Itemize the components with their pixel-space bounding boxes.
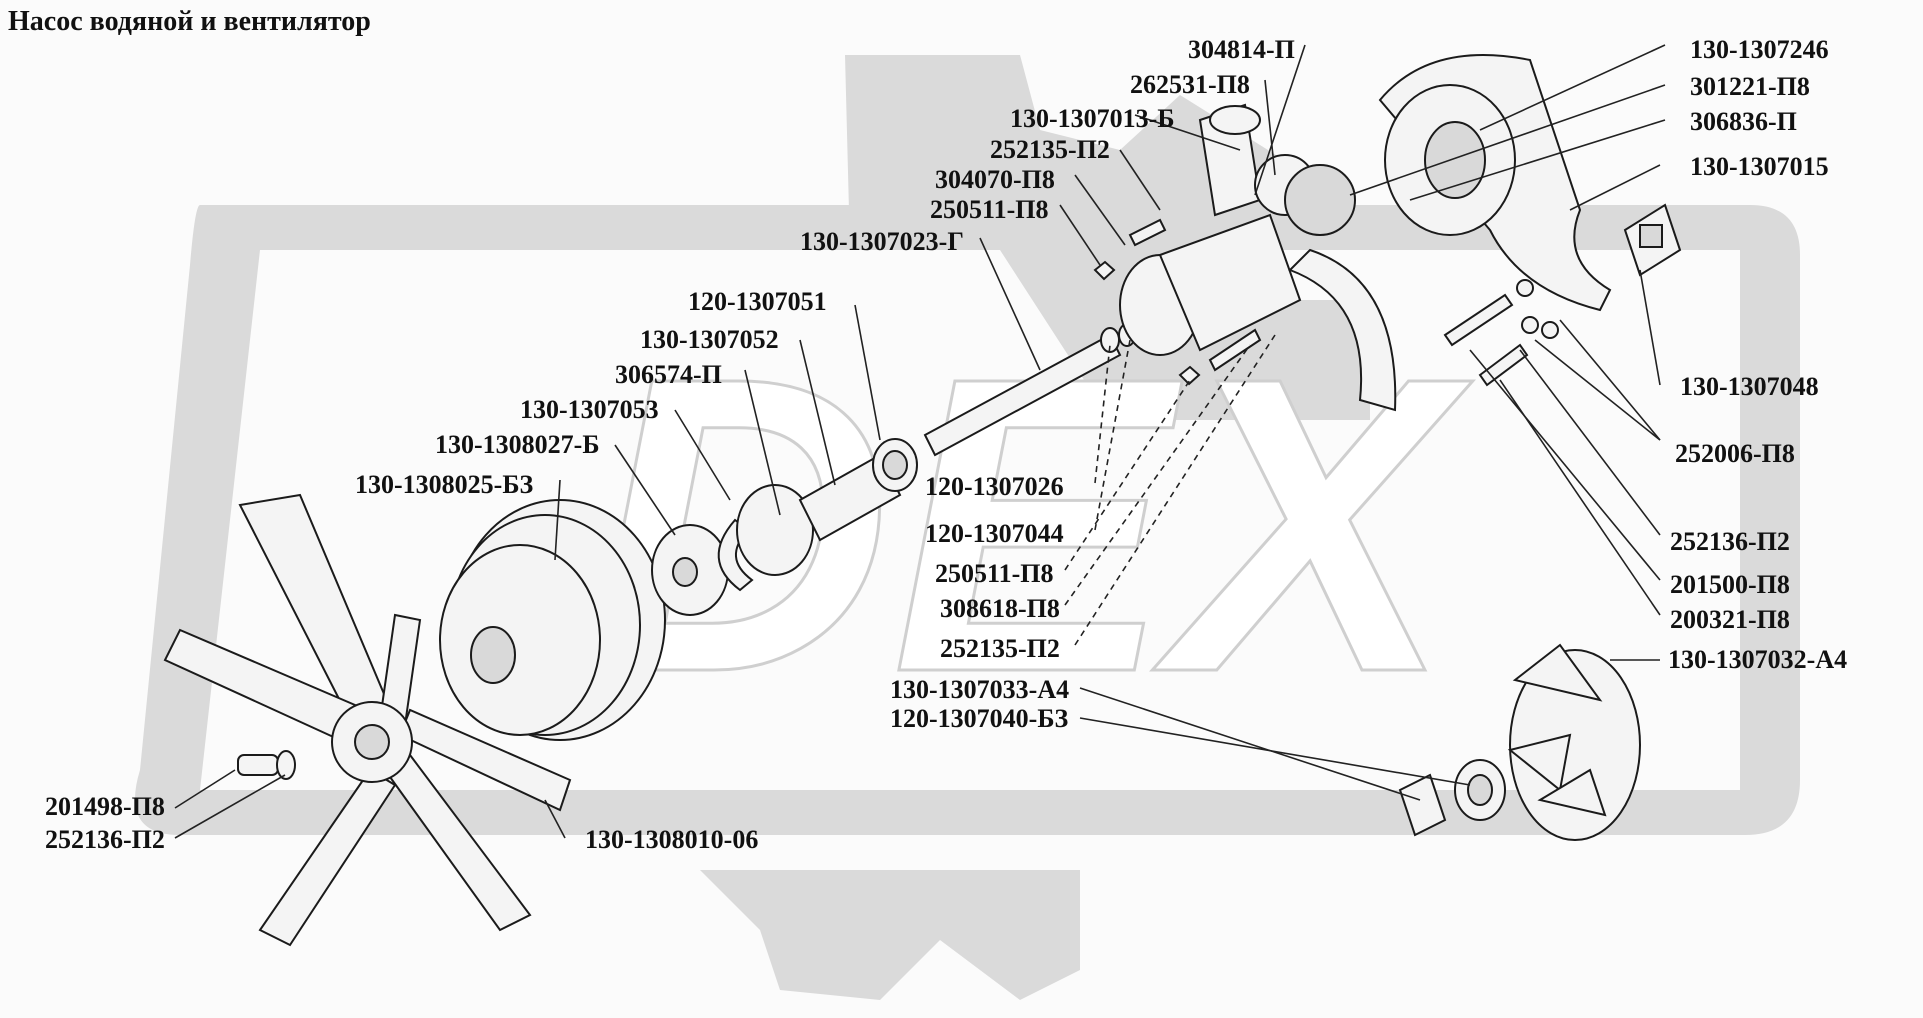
callout-labels: 304814-П 262531-П8 130-1307013-Б 252135-…: [45, 35, 1847, 854]
callout-130-1307052: 130-1307052: [640, 325, 779, 354]
callout-252136-p2-left: 252136-П2: [45, 825, 165, 854]
callout-306574-p: 306574-П: [615, 360, 722, 389]
callout-201498-p8: 201498-П8: [45, 792, 165, 821]
callout-130-1307246: 130-1307246: [1690, 35, 1829, 64]
callout-252136-p2-right: 252136-П2: [1670, 527, 1790, 556]
callout-308618-p8: 308618-П8: [940, 594, 1060, 623]
callout-120-1307051: 120-1307051: [688, 287, 827, 316]
page-title: Насос водяной и вентилятор: [8, 6, 371, 37]
callout-252135-p2-mid: 252135-П2: [940, 634, 1060, 663]
shaft-130-1307023-g: [923, 333, 1122, 457]
callout-252006-p8: 252006-П8: [1675, 439, 1795, 468]
callout-250511-p8-mid: 250511-П8: [935, 559, 1053, 588]
bolt-201498-p8: [237, 750, 296, 780]
gasket-130-1307048: [1623, 203, 1682, 277]
callout-120-1307026: 120-1307026: [925, 472, 1064, 501]
callout-130-1308025-b3: 130-1308025-БЗ: [355, 470, 534, 499]
bolts-201500-p8: [1443, 279, 1559, 387]
callout-120-1307040-b3: 120-1307040-БЗ: [890, 704, 1069, 733]
impeller-130-1307032-a4: [1507, 643, 1641, 841]
callout-130-1307032-a4: 130-1307032-А4: [1668, 645, 1847, 674]
callout-250511-p8-top: 250511-П8: [930, 195, 1048, 224]
dashed-leader-lines: [1064, 334, 1276, 646]
callout-304814-p: 304814-П: [1188, 35, 1295, 64]
callout-130-1307033-a4: 130-1307033-А4: [890, 675, 1069, 704]
washer-130-1307033-a4: [1398, 773, 1447, 837]
callout-130-1307013-b: 130-1307013-Б: [1010, 104, 1175, 133]
callout-304070-p8: 304070-П8: [935, 165, 1055, 194]
callout-301221-p8: 301221-П8: [1690, 72, 1810, 101]
fasteners-250511-p8: [1093, 218, 1262, 386]
ring-130-1307053: [717, 484, 814, 592]
fan-130-1308010-06: [163, 493, 572, 947]
seal-120-1307040-b3: [1454, 759, 1506, 821]
callout-130-1307015: 130-1307015: [1690, 152, 1829, 181]
shaft-bearing-120-1307051: [798, 438, 918, 542]
callout-201500-p8: 201500-П8: [1670, 570, 1790, 599]
callout-130-1308010-06: 130-1308010-06: [585, 825, 758, 854]
callout-120-1307044: 120-1307044: [925, 519, 1064, 548]
callout-262531-p8: 262531-П8: [1130, 70, 1250, 99]
pulley-130-1308025-b3: [439, 499, 666, 741]
callout-130-1307023-g: 130-1307023-Г: [800, 227, 964, 256]
callout-200321-p8: 200321-П8: [1670, 605, 1790, 634]
callout-130-1307053: 130-1307053: [520, 395, 659, 424]
leader-lines: [174, 44, 1666, 839]
callout-252135-p2: 252135-П2: [990, 135, 1110, 164]
hub-130-1308027-b: [651, 524, 729, 616]
callout-130-1307048: 130-1307048: [1680, 372, 1819, 401]
callout-306836-p: 306836-П: [1690, 107, 1797, 136]
callout-130-1308027-b: 130-1308027-Б: [435, 430, 600, 459]
